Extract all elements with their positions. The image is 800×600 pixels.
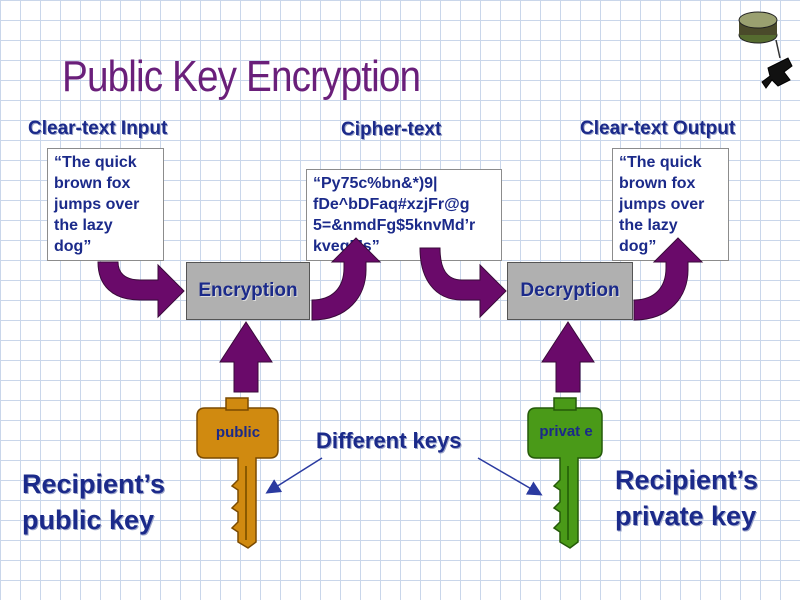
- encryption-box: Encryption: [186, 262, 310, 320]
- output-text-box: “The quick brown fox jumps over the lazy…: [612, 148, 729, 261]
- public-key-icon: [196, 397, 279, 549]
- recipient-private-line: Recipient’s: [615, 465, 759, 495]
- input-line: brown fox: [54, 175, 131, 192]
- different-keys-label: Different keys: [316, 428, 462, 453]
- input-line: “The quick: [54, 154, 137, 171]
- input-line: dog”: [54, 238, 92, 255]
- input-line: the lazy: [54, 217, 113, 234]
- input-line: jumps over: [54, 196, 140, 213]
- curved-arrow-to-encryption: [97, 261, 185, 319]
- decryption-label: Decryption: [520, 280, 620, 301]
- encryption-label: Encryption: [198, 280, 298, 301]
- recipient-public-line: public key: [22, 505, 155, 535]
- recipient-private-line: private key: [615, 501, 757, 531]
- cipher-line: fDe^bDFaq#xzjFr@g: [313, 196, 470, 213]
- arrow-up-encryption: [219, 321, 273, 393]
- curved-arrow-to-output: [633, 237, 704, 321]
- input-heading: Clear-text Input: [28, 118, 168, 139]
- curved-arrow-to-decryption: [419, 247, 507, 319]
- recipient-public-line: Recipient’s: [22, 469, 166, 499]
- output-line: dog”: [619, 238, 657, 255]
- cipher-heading: Cipher-text: [341, 119, 442, 140]
- output-heading: Clear-text Output: [580, 118, 736, 139]
- router-icon: [761, 57, 793, 89]
- recipient-public-key-label: Recipient’s public key: [22, 466, 165, 538]
- arrow-up-decryption: [541, 321, 595, 393]
- pointer-to-public-key: [265, 457, 323, 494]
- private-key-icon: [527, 397, 603, 549]
- input-text-box: “The quick brown fox jumps over the lazy…: [47, 148, 164, 261]
- pointer-to-private-key: [477, 457, 543, 496]
- output-line: jumps over: [619, 196, 705, 213]
- page-title: Public Key Encryption: [62, 52, 421, 101]
- curved-arrow-to-cipher: [311, 237, 382, 321]
- public-key-label: public: [215, 424, 261, 441]
- output-line: “The quick: [619, 154, 702, 171]
- private-key-label: privat e: [539, 423, 593, 440]
- cipher-text-box: “Py75c%bn&*)9| fDe^bDFaq#xzjFr@g 5=&nmdF…: [306, 169, 502, 261]
- decryption-box: Decryption: [507, 262, 633, 320]
- cipher-line: 5=&nmdFg$5knvMd’r: [313, 217, 476, 234]
- recipient-private-key-label: Recipient’s private key: [615, 462, 758, 534]
- output-line: brown fox: [619, 175, 696, 192]
- cipher-line: “Py75c%bn&*)9|: [313, 175, 438, 192]
- network-device-icon: [738, 11, 781, 59]
- output-line: the lazy: [619, 217, 678, 234]
